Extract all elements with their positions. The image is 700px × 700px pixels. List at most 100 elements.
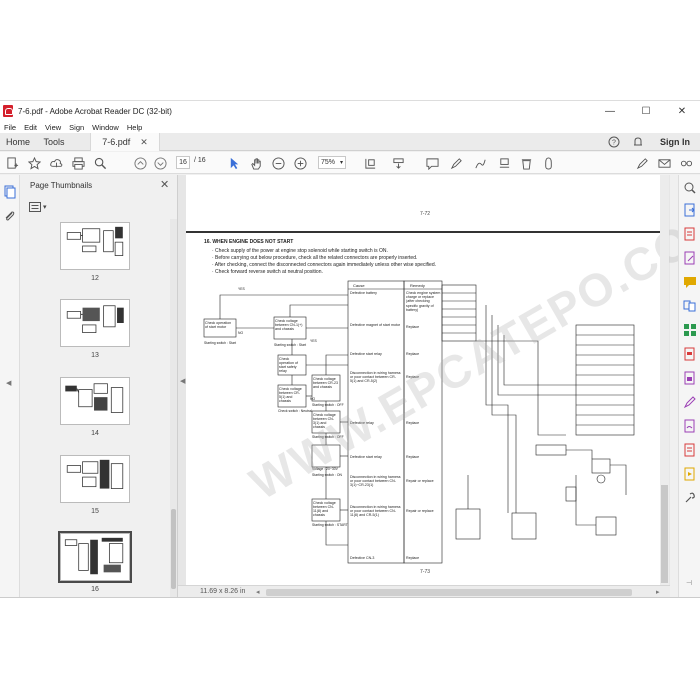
comment-tool-icon[interactable]	[683, 275, 697, 289]
scroll-mode-icon[interactable]	[390, 155, 406, 171]
menu-window[interactable]: Window	[92, 122, 119, 132]
chevron-down-icon: ▾	[43, 204, 47, 211]
menu-view[interactable]: View	[45, 122, 62, 132]
search-icon[interactable]	[92, 155, 108, 171]
thumbnail-page-13[interactable]	[60, 299, 130, 347]
thumbnail-label: 15	[91, 508, 99, 515]
page-dimensions: 11.69 x 8.26 in	[200, 588, 246, 595]
minimize-button[interactable]: —	[605, 105, 615, 117]
notifications-icon[interactable]	[632, 133, 644, 151]
menu-file[interactable]: File	[4, 122, 17, 132]
more-tools-icon[interactable]	[683, 491, 697, 505]
document-vertical-scrollbar[interactable]	[660, 175, 669, 585]
combine-files-icon[interactable]	[683, 299, 697, 313]
stamp-icon[interactable]	[496, 155, 512, 171]
total-pages: / 16	[194, 157, 206, 164]
yes-label: YES	[310, 339, 317, 343]
select-cursor-icon[interactable]	[226, 155, 242, 171]
thumbnail-options-button[interactable]: ▾	[29, 201, 51, 213]
check-text: Check voltage between CN-1(+) and chassi…	[275, 319, 303, 331]
create-pdf-icon[interactable]	[4, 155, 20, 171]
bullet-text: · After checking, connect the disconnect…	[212, 262, 437, 268]
document-status-bar: 11.69 x 8.26 in ◂ ▸	[178, 585, 670, 597]
organize-pages-icon[interactable]	[683, 323, 697, 337]
remedy-text: Check engine system charge or replace (a…	[406, 291, 441, 312]
menu-edit[interactable]: Edit	[24, 122, 38, 132]
close-window-button[interactable]: ✕	[677, 105, 687, 117]
close-tab-icon[interactable]: ✕	[140, 136, 148, 147]
scan-ocr-icon[interactable]	[683, 443, 697, 457]
previous-page-icon[interactable]	[132, 155, 148, 171]
thumbnail-scrollbar-thumb[interactable]	[171, 509, 176, 589]
delete-icon[interactable]	[518, 155, 534, 171]
export-pdf-icon[interactable]	[683, 203, 697, 217]
zoom-out-icon[interactable]	[270, 155, 286, 171]
comment-icon[interactable]	[424, 155, 440, 171]
thumbnail-scrollbar[interactable]	[170, 219, 177, 597]
document-viewport[interactable]: ◀ 7-72 16. WHEN ENGINE DOES NOT START · …	[178, 175, 700, 585]
note-text: Check switch : Neutral	[278, 409, 312, 413]
note-text: Starting switch : Start	[274, 343, 307, 347]
collapse-panel-arrow-icon[interactable]: ◀	[180, 378, 186, 385]
zoom-level-select[interactable]: 75% ▾	[318, 156, 346, 169]
upload-cloud-icon[interactable]	[48, 155, 64, 171]
tab-home[interactable]: Home	[5, 137, 30, 147]
troubleshooting-diagram	[203, 280, 635, 564]
protect-icon[interactable]	[683, 371, 697, 385]
help-icon[interactable]: ?	[608, 133, 620, 151]
maximize-button[interactable]: ☐	[641, 105, 651, 117]
highlight-pen-icon[interactable]	[448, 155, 464, 171]
thumbnail-label: 13	[91, 352, 99, 359]
note-text: Starting switch : START	[312, 523, 348, 527]
thumbnail-diagram	[65, 383, 124, 413]
bullet-text: · Before carrying out below procedure, c…	[212, 255, 418, 261]
table-header-cause: Cause	[353, 283, 365, 288]
rich-media-icon[interactable]	[683, 467, 697, 481]
menu-help[interactable]: Help	[126, 122, 143, 132]
page-thumbnails-panel: Page Thumbnails ✕ ▾ 12 13 14 15 16	[20, 175, 178, 597]
print-icon[interactable]	[70, 155, 86, 171]
fit-page-icon[interactable]	[362, 155, 378, 171]
create-pdf-tool-icon[interactable]	[683, 227, 697, 241]
email-icon[interactable]	[656, 155, 672, 171]
thumbnail-page-16[interactable]	[58, 531, 132, 583]
bookmark-star-icon[interactable]	[26, 155, 42, 171]
expand-right-panel-icon[interactable]: ⊣	[686, 580, 693, 587]
horizontal-scrollbar-thumb[interactable]	[266, 589, 632, 596]
vertical-scrollbar-thumb[interactable]	[661, 485, 668, 583]
thumbnail-page-15[interactable]	[60, 455, 130, 503]
thumbnail-page-14[interactable]	[60, 377, 130, 425]
panel-title: Page Thumbnails	[30, 181, 93, 190]
send-for-signature-icon[interactable]	[683, 419, 697, 433]
thumbnail-label: 12	[91, 275, 99, 282]
page-thumbnails-icon[interactable]	[3, 185, 17, 199]
attachments-paperclip-icon[interactable]	[3, 209, 17, 223]
attach-icon[interactable]	[540, 155, 556, 171]
edit-pdf-icon[interactable]	[683, 251, 697, 265]
draw-icon[interactable]	[472, 155, 488, 171]
current-page-input[interactable]: 16	[176, 156, 190, 169]
close-panel-icon[interactable]: ✕	[160, 179, 170, 191]
tab-tools[interactable]: Tools	[43, 137, 65, 147]
collapse-left-panel-icon[interactable]: ◀	[6, 380, 12, 387]
scroll-left-icon[interactable]: ◂	[256, 589, 260, 596]
thumbnail-page-12[interactable]	[60, 222, 130, 270]
hand-tool-icon[interactable]	[248, 155, 264, 171]
zoom-in-icon[interactable]	[292, 155, 308, 171]
thumbnail-label: 14	[91, 430, 99, 437]
search-tools-icon[interactable]	[683, 181, 697, 195]
page-footer-number: 7-73	[420, 569, 431, 575]
share-link-icon[interactable]	[678, 155, 694, 171]
fill-sign-icon[interactable]	[683, 395, 697, 409]
cause-text: Disconnection in wiring harness or poor …	[350, 505, 401, 518]
thumbnail-diagram	[66, 305, 124, 333]
sign-pen-icon[interactable]	[634, 155, 650, 171]
menu-sign[interactable]: Sign	[69, 122, 85, 132]
sign-in-button[interactable]: Sign In	[660, 137, 690, 147]
next-page-icon[interactable]	[152, 155, 168, 171]
note-text: Voltage : 20~30V	[312, 467, 338, 471]
scroll-right-icon[interactable]: ▸	[656, 589, 660, 596]
redact-icon[interactable]	[683, 347, 697, 361]
tab-document[interactable]: 7-6.pdf ✕	[90, 133, 160, 151]
acrobat-logo-icon	[3, 105, 13, 117]
